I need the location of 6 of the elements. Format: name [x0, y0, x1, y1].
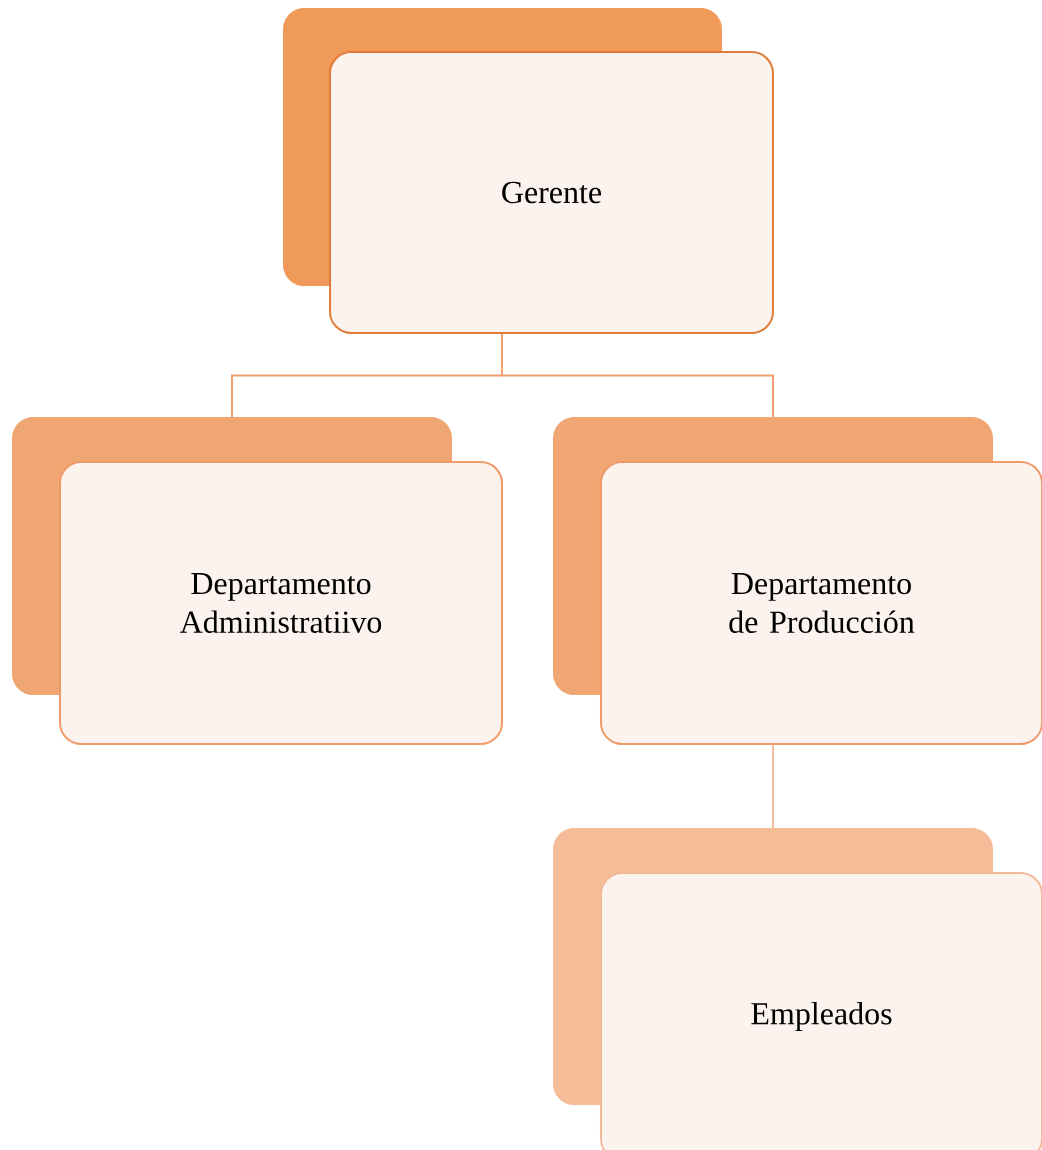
connector-line [501, 333, 774, 418]
org-box: Gerente [283, 8, 774, 335]
org-box: Departamento de Producción [553, 417, 1042, 745]
connector-line [772, 744, 774, 829]
org-box: Empleados [553, 828, 1042, 1150]
org-box: Departamento Administratiivo [12, 417, 503, 745]
